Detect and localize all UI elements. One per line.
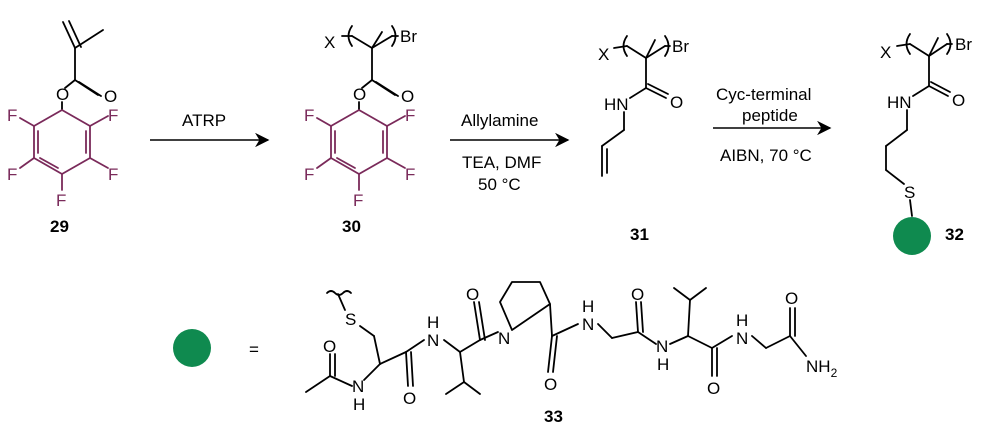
condition-atrp: ATRP (182, 111, 226, 130)
atom-F-29a: F (108, 106, 118, 125)
atom-Br-31: Br (672, 37, 689, 56)
condition-50c: 50 °C (478, 175, 521, 194)
atom-O-ester-29: O (56, 85, 69, 104)
atom-F-30b: F (304, 106, 314, 125)
atom-O-pro-33: O (544, 375, 557, 394)
compound-31 (601, 35, 671, 177)
atom-H-gly2-33: H (736, 311, 748, 330)
atom-F-29e: F (56, 191, 66, 210)
atom-N-gly-33: N (582, 315, 594, 334)
atom-O-val2-33: O (707, 379, 720, 398)
atom-N-cys-33: N (352, 377, 364, 396)
condition-allylamine: Allylamine (461, 111, 538, 130)
atom-NH2-33: NH2 (806, 357, 838, 380)
atom-H-val2-33: H (657, 355, 669, 374)
condition-tea-dmf: TEA, DMF (462, 153, 541, 172)
atom-O-acetyl-33: O (323, 337, 336, 356)
label-33: 33 (544, 407, 563, 426)
atom-N-gly2-33: N (736, 329, 748, 348)
atom-S-32: S (904, 183, 915, 202)
atom-O-carbonyl-30: O (401, 87, 414, 106)
compound-32 (885, 33, 953, 217)
atom-X-32: X (880, 43, 891, 62)
atom-O-val-33: O (466, 285, 479, 304)
atom-N-val-33: N (427, 331, 439, 350)
atom-F-30c: F (405, 165, 415, 184)
compound-29 (19, 20, 109, 191)
atom-Br-30: Br (400, 27, 417, 46)
atom-HN-31: HN (604, 95, 629, 114)
peptide-bead-32 (893, 217, 931, 255)
atom-F-30a: F (405, 106, 415, 125)
atom-F-29b: F (7, 106, 17, 125)
atom-S-33: S (345, 310, 356, 329)
atom-HN-32: HN (887, 93, 912, 112)
atom-O-31: O (670, 93, 683, 112)
atom-O-amide-33: O (785, 289, 798, 308)
label-32: 32 (945, 225, 964, 244)
atom-O-cys-33: O (403, 389, 416, 408)
atom-F-30d: F (304, 165, 314, 184)
atom-H-cys-33: H (353, 395, 365, 414)
atom-O-gly-33: O (631, 285, 644, 304)
atom-O-carbonyl-29: O (104, 87, 117, 106)
condition-peptide: peptide (742, 106, 798, 125)
condition-cyc-terminal: Cyc-terminal (716, 85, 811, 104)
label-31: 31 (630, 225, 649, 244)
nh2-subscript: 2 (831, 366, 838, 380)
atom-F-29d: F (7, 165, 17, 184)
legend-equals: = (249, 340, 259, 359)
atom-F-30e: F (353, 191, 363, 210)
atom-H-val-33: H (427, 313, 439, 332)
atom-O-32: O (952, 91, 965, 110)
atom-X-31: X (598, 45, 609, 64)
label-30: 30 (342, 217, 361, 236)
atom-H-gly-33: H (582, 297, 594, 316)
compound-30 (316, 25, 406, 191)
atom-F-29c: F (108, 165, 118, 184)
legend-bead (173, 329, 211, 367)
nh2-main: NH (806, 357, 831, 376)
atom-X-30: X (324, 33, 335, 52)
label-29: 29 (50, 217, 69, 236)
atom-N-pro-33: N (498, 329, 510, 348)
atom-O-ester-30: O (353, 85, 366, 104)
atom-Br-32: Br (955, 35, 972, 54)
peptide-33 (305, 281, 807, 395)
condition-aibn: AIBN, 70 °C (720, 146, 812, 165)
atom-N-val2-33: N (656, 337, 668, 356)
